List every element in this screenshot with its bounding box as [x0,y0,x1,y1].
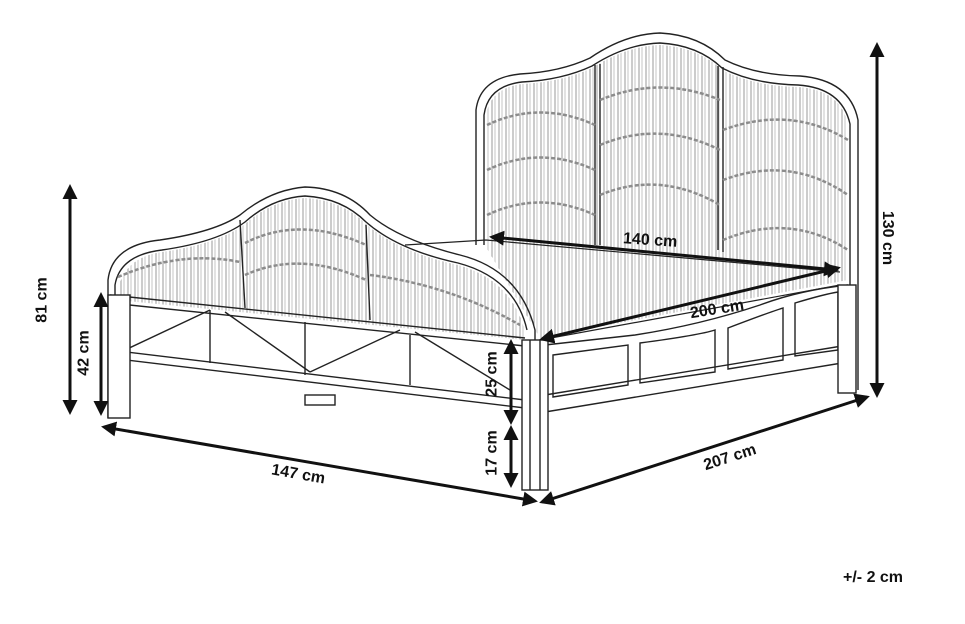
headboard [475,32,859,392]
arrow-147 [101,421,538,507]
label-headboard-height: 130 cm [879,210,897,266]
label-footboard-height: 81 cm [33,277,51,323]
footboard [107,186,536,490]
label-frame-depth: 25 cm [483,351,501,397]
label-side-rail-height: 42 cm [75,330,93,376]
tolerance-note: +/- 2 cm [843,569,904,586]
label-clearance: 17 cm [483,430,501,476]
dimension-arrows [62,42,885,507]
arrow-207 [539,393,870,506]
arrow-200 [539,263,841,344]
